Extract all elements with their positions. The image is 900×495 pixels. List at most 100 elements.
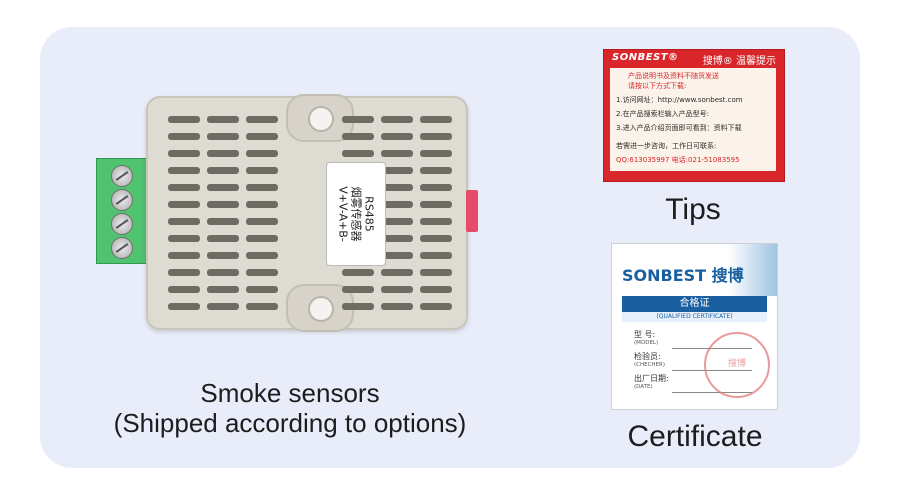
vent-slot — [420, 201, 452, 208]
vent-slot — [381, 116, 413, 123]
tips-line: 2.在产品搜索栏输入产品型号: — [616, 110, 710, 118]
vent-slot — [381, 269, 413, 276]
label-line-rs485: RS485 — [362, 196, 376, 232]
vent-slot — [246, 201, 278, 208]
vent-slot — [420, 252, 452, 259]
tips-line: 3.进入产品介绍页面即可看到：资料下载 — [616, 124, 742, 132]
vent-slot — [342, 150, 374, 157]
vent-slot — [420, 269, 452, 276]
sensor-caption-line2: (Shipped according to options) — [113, 408, 467, 438]
vent-slot — [420, 303, 452, 310]
vent-slot — [207, 201, 239, 208]
vent-slot — [420, 116, 452, 123]
label-line-name: 烟雾传感器 — [349, 186, 363, 242]
sensor-label: RS485 烟雾传感器 V+V-A+B- — [326, 162, 386, 266]
sensor-caption-line1: Smoke sensors — [200, 378, 380, 408]
vent-slot — [246, 150, 278, 157]
certificate-brand: SONBEST 搜博 — [622, 266, 744, 285]
tips-line: 请按以下方式下载: — [628, 82, 687, 90]
vent-slot — [381, 252, 413, 259]
vent-slot — [420, 184, 452, 191]
tips-caption: Tips — [665, 193, 721, 226]
vent-slot — [342, 269, 374, 276]
vent-slot — [246, 235, 278, 242]
vent-slot — [246, 184, 278, 191]
vent-slot — [168, 184, 200, 191]
screw-icon — [111, 237, 133, 259]
vent-slot — [168, 269, 200, 276]
smoke-sensor-image: RS485 烟雾传感器 V+V-A+B- — [96, 94, 482, 336]
vent-slot — [420, 167, 452, 174]
vent-slot — [168, 133, 200, 140]
vent-slot — [207, 303, 239, 310]
vent-slot — [207, 286, 239, 293]
tips-title: 搜博® 温馨提示 — [702, 56, 776, 67]
vent-slot — [168, 303, 200, 310]
vent-slot — [207, 133, 239, 140]
screw-icon — [111, 189, 133, 211]
vent-slot — [207, 184, 239, 191]
tips-body: 产品说明书及资料不随货发送 请按以下方式下载: 1.访问网址：http://ww… — [610, 68, 776, 171]
tips-brand: SONBEST® — [612, 52, 679, 63]
vent-slot — [207, 150, 239, 157]
red-connector — [466, 190, 478, 232]
vent-slot — [420, 235, 452, 242]
tips-card: SONBEST® 搜博® 温馨提示 产品说明书及资料不随货发送 请按以下方式下载… — [603, 49, 785, 182]
vent-slot — [342, 286, 374, 293]
certificate-card: SONBEST 搜博 合格证 (QUALIFIED CERTIFICATE) 型… — [611, 243, 778, 410]
tips-line: 若需进一步咨询，工作日可联系: — [616, 142, 717, 150]
vent-slot — [207, 218, 239, 225]
vent-slot — [381, 150, 413, 157]
terminal-block — [96, 158, 148, 264]
vent-slot — [420, 133, 452, 140]
vent-slot — [168, 218, 200, 225]
vent-slot — [207, 116, 239, 123]
vent-slot — [246, 269, 278, 276]
vent-slot — [207, 167, 239, 174]
vent-slot — [207, 252, 239, 259]
vent-slot — [168, 252, 200, 259]
certificate-field-model: 型 号: (MODEL) — [634, 330, 659, 346]
vent-slot — [168, 286, 200, 293]
vent-slot — [381, 218, 413, 225]
vent-slot — [168, 167, 200, 174]
vent-slot — [381, 184, 413, 191]
vent-slot — [420, 150, 452, 157]
certificate-field-date: 出厂日期: (DATE) — [634, 374, 669, 390]
vent-slot — [207, 269, 239, 276]
vent-slot — [246, 133, 278, 140]
vent-slot — [381, 133, 413, 140]
vent-slot — [381, 286, 413, 293]
label-line-pins: V+V-A+B- — [336, 186, 350, 242]
sensor-housing: RS485 烟雾传感器 V+V-A+B- — [146, 94, 468, 332]
vent-slot — [342, 116, 374, 123]
tips-line: QQ:613035997 电话:021-51083595 — [616, 156, 740, 164]
vent-slot — [381, 201, 413, 208]
vent-slot — [168, 201, 200, 208]
vent-slot — [420, 218, 452, 225]
vent-slot — [246, 218, 278, 225]
vent-slot — [246, 116, 278, 123]
vent-slot — [381, 235, 413, 242]
vent-slot — [342, 303, 374, 310]
vent-slot — [246, 303, 278, 310]
certificate-subtitle: (QUALIFIED CERTIFICATE) — [622, 312, 767, 322]
vent-slot — [168, 150, 200, 157]
sensor-caption: Smoke sensors (Shipped according to opti… — [52, 378, 528, 438]
vent-slot — [381, 167, 413, 174]
vent-slot — [342, 133, 374, 140]
vent-slot — [207, 235, 239, 242]
screw-icon — [111, 213, 133, 235]
vent-grid-left — [168, 116, 278, 310]
certificate-caption: Certificate — [627, 420, 763, 453]
tips-line: 产品说明书及资料不随货发送 — [628, 72, 719, 80]
vent-slot — [381, 303, 413, 310]
certificate-title: 合格证 — [622, 296, 767, 312]
certificate-header: SONBEST 搜博 — [612, 244, 777, 296]
vent-slot — [168, 235, 200, 242]
vent-slot — [246, 167, 278, 174]
vent-slot — [246, 286, 278, 293]
screw-icon — [111, 165, 133, 187]
stamp-icon: 搜博 — [704, 332, 770, 398]
vent-slot — [246, 252, 278, 259]
